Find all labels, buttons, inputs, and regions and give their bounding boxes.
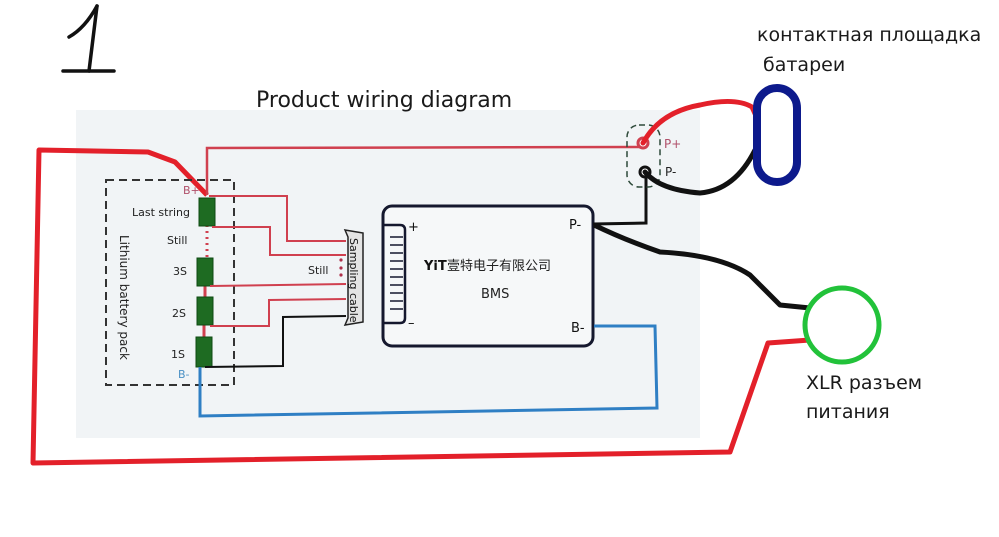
bms-b-minus-label: B-	[571, 321, 585, 336]
cell-label-2s: 2S	[172, 307, 186, 320]
sampling-wire-3s	[209, 283, 347, 287]
b-plus-label: B+	[183, 184, 200, 197]
sampling-wire-1s	[204, 315, 347, 368]
hand-drawn-p-minus-wire	[642, 147, 758, 196]
hand-drawn-p-plus-wire	[640, 99, 760, 146]
sampling-cable-label: Sampling cable	[347, 238, 360, 323]
series-links	[202, 285, 207, 338]
cell-label-last-string: Last string	[132, 206, 190, 219]
annotation-number-one	[61, 4, 116, 73]
diagram-title: Product wiring diagram	[256, 88, 512, 113]
xlr-label-line1: XLR разъем	[806, 372, 922, 394]
bms-minus-label: –	[408, 316, 415, 331]
b-plus-to-p-plus-wire	[205, 145, 641, 195]
xlr-label-line2: питания	[806, 401, 890, 423]
xlr-connector	[802, 285, 882, 365]
hand-drawn-bms-to-xlr-wire	[592, 222, 811, 311]
p-minus-label: P-	[665, 165, 676, 179]
hand-drawn-red-wire	[30, 147, 811, 466]
battery-contact-label-line2: батареи	[763, 54, 845, 76]
cell-2s	[196, 296, 214, 326]
output-terminal-box	[626, 124, 661, 188]
battery-pack-label: Lithium battery pack	[117, 235, 131, 360]
p-minus-to-terminal-wire	[592, 176, 648, 226]
p-plus-label: P+	[664, 137, 681, 151]
sampling-wire-still	[212, 226, 346, 256]
sampling-wire-last-string	[209, 195, 346, 242]
bms-board	[381, 204, 595, 348]
b-minus-label: B-	[178, 368, 190, 381]
battery-contact-pad	[753, 84, 801, 186]
sampling-still-label: Still	[308, 264, 328, 277]
bms-company: 壹特电子有限公司	[447, 259, 551, 274]
battery-pack-box	[105, 179, 235, 386]
cell-label-3s: 3S	[173, 265, 187, 278]
sampling-wire-2s	[210, 298, 347, 327]
cell-1s	[195, 336, 213, 368]
cell-3s	[196, 257, 214, 287]
b-minus-wire	[198, 324, 659, 418]
bms-plus-label: +	[408, 220, 419, 235]
cell-last-string	[198, 197, 216, 227]
sampling-cable-connector	[343, 229, 364, 326]
bms-logo: YiT	[423, 259, 447, 274]
cell-label-still: Still	[167, 234, 187, 247]
bms-name: BMS	[481, 287, 509, 302]
bms-p-minus-label: P-	[569, 218, 582, 233]
battery-contact-label-line1: контактная площадка	[757, 24, 981, 46]
cell-label-1s: 1S	[171, 348, 185, 361]
bms-sampling-port	[383, 223, 407, 325]
